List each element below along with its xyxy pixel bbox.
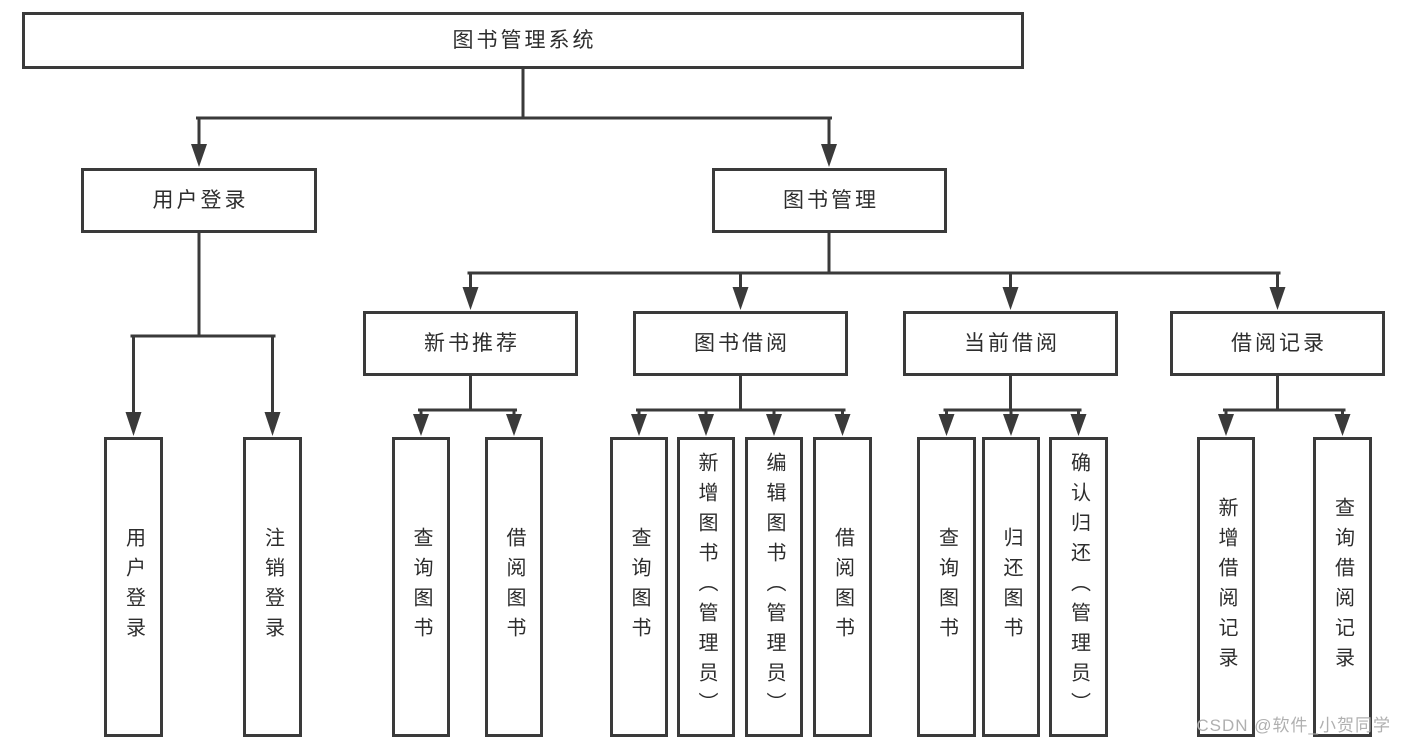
node-new-book-recommend-label: 新书推荐: [424, 331, 520, 355]
arrowhead-icon: [1269, 287, 1286, 310]
leaf-cb-return-books: 归还图书: [982, 437, 1040, 737]
arrowhead-icon: [462, 287, 479, 310]
leaf-br-add-record-label: 新增借阅记录: [1215, 497, 1237, 677]
leaf-cb-query-books-label: 查询图书: [935, 527, 958, 647]
connector-current-borrow-to-leaves: [938, 373, 1087, 436]
leaf-user-login-label: 用户登录: [122, 527, 145, 647]
connector-book-management-to-level3: [462, 230, 1286, 310]
leaf-bb-edit-books-admin: 编辑图书（管理员）: [745, 437, 803, 737]
arrowhead-icon: [766, 414, 782, 436]
csdn-watermark: CSDN @软件_小贺同学: [1196, 716, 1391, 735]
leaf-logout: 注销登录: [243, 437, 302, 737]
leaf-cb-confirm-return-admin-label: 确认归还（管理员）: [1067, 452, 1090, 722]
leaf-bb-query-books: 查询图书: [610, 437, 668, 737]
node-root-label: 图书管理系统: [452, 28, 597, 52]
arrowhead-icon: [413, 414, 429, 436]
arrowhead-icon: [506, 414, 522, 436]
leaf-bb-borrow-books: 借阅图书: [813, 437, 872, 737]
arrowhead-icon: [191, 144, 207, 167]
leaf-cb-query-books: 查询图书: [917, 437, 976, 737]
node-new-book-recommend: 新书推荐: [363, 311, 578, 376]
arrowhead-icon: [125, 412, 142, 436]
connector-new-book-rec-to-leaves: [413, 373, 522, 436]
arrowhead-icon: [834, 414, 851, 436]
node-book-management: 图书管理: [712, 168, 947, 233]
leaf-br-add-record: 新增借阅记录: [1197, 437, 1255, 737]
node-book-management-label: 图书管理: [783, 188, 879, 212]
connector-user-login-to-leaves: [125, 230, 281, 436]
leaf-br-query-record: 查询借阅记录: [1313, 437, 1372, 737]
leaf-bb-borrow-books-label: 借阅图书: [831, 527, 854, 647]
node-book-borrow-label: 图书借阅: [694, 331, 790, 355]
node-current-borrow-label: 当前借阅: [964, 331, 1060, 355]
leaf-rec-borrow-books: 借阅图书: [485, 437, 543, 737]
arrowhead-icon: [631, 414, 647, 436]
connector-book-borrow-to-leaves: [631, 373, 851, 436]
leaf-rec-borrow-books-label: 借阅图书: [503, 527, 525, 647]
leaf-br-query-record-label: 查询借阅记录: [1331, 497, 1354, 677]
node-borrow-records-label: 借阅记录: [1231, 331, 1327, 355]
leaf-bb-query-books-label: 查询图书: [628, 527, 650, 647]
arrowhead-icon: [1070, 414, 1087, 436]
arrowhead-icon: [1218, 414, 1234, 436]
node-user-login: 用户登录: [81, 168, 317, 233]
arrowhead-icon: [1003, 414, 1019, 436]
node-root: 图书管理系统: [22, 12, 1024, 69]
arrowhead-icon: [698, 414, 714, 436]
arrowhead-icon: [264, 412, 281, 436]
node-user-login-label: 用户登录: [152, 188, 249, 212]
node-book-borrow: 图书借阅: [633, 311, 848, 376]
leaf-cb-return-books-label: 归还图书: [1000, 527, 1022, 647]
leaf-bb-edit-books-admin-label: 编辑图书（管理员）: [763, 452, 785, 722]
connector-root-to-level2: [191, 66, 837, 167]
arrowhead-icon: [732, 287, 749, 310]
arrowhead-icon: [938, 414, 955, 436]
node-current-borrow: 当前借阅: [903, 311, 1118, 376]
arrowhead-icon: [1334, 414, 1351, 436]
node-borrow-records: 借阅记录: [1170, 311, 1385, 376]
leaf-logout-label: 注销登录: [261, 527, 284, 647]
leaf-rec-query-books-label: 查询图书: [410, 527, 432, 647]
leaf-rec-query-books: 查询图书: [392, 437, 450, 737]
leaf-user-login: 用户登录: [104, 437, 163, 737]
arrowhead-icon: [1002, 287, 1019, 310]
leaf-bb-add-books-admin: 新增图书（管理员）: [677, 437, 735, 737]
leaf-cb-confirm-return-admin: 确认归还（管理员）: [1049, 437, 1108, 737]
connector-borrow-records-to-leaves: [1218, 373, 1351, 436]
arrowhead-icon: [821, 144, 837, 167]
leaf-bb-add-books-admin-label: 新增图书（管理员）: [695, 452, 717, 722]
